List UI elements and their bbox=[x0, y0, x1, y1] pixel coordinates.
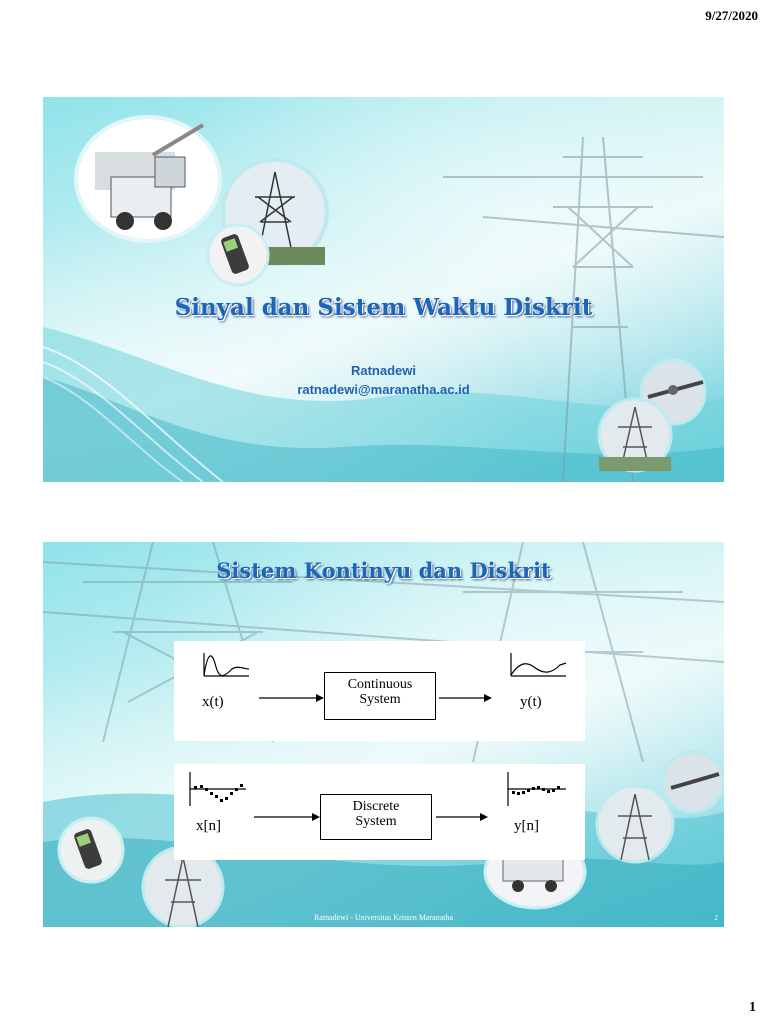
continuous-block-line1: Continuous bbox=[347, 677, 413, 692]
discrete-system-block: Discrete System bbox=[320, 794, 432, 840]
continuous-signal-plots bbox=[203, 653, 567, 702]
slide-footer: Ratnadewi - Universitas Kristen Maranath… bbox=[313, 913, 454, 922]
slide-number: 2 bbox=[714, 914, 719, 922]
continuous-system-block: Continuous System bbox=[324, 672, 436, 720]
continuous-block-line2: System bbox=[359, 692, 401, 707]
continuous-system-diagram: x(t) Continuous System y(t) bbox=[174, 641, 585, 741]
continuous-input-label: x(t) bbox=[202, 694, 224, 710]
author-name: Ratnadewi bbox=[350, 363, 416, 378]
slide-background-art bbox=[43, 115, 724, 482]
author-block: Ratnadewi ratnadewi@maranatha.ac.id bbox=[43, 361, 724, 399]
discrete-output-label: y[n] bbox=[514, 818, 539, 834]
discrete-block-line2: System bbox=[355, 814, 397, 829]
slide-title: Sistem Kontinyu dan Diskrit bbox=[216, 558, 551, 583]
tower-photo-small bbox=[597, 397, 673, 473]
page-number: 1 bbox=[749, 1000, 756, 1015]
content-slide: Sistem Kontinyu dan Diskrit x(t) Continu… bbox=[43, 542, 724, 927]
discrete-signal-plots bbox=[189, 772, 566, 821]
truck-photo bbox=[74, 115, 222, 243]
discrete-block-line1: Discrete bbox=[352, 799, 400, 814]
page-date: 9/27/2020 bbox=[705, 8, 758, 23]
title-slide: Sinyal dan Sistem Waktu Diskrit Ratnadew… bbox=[43, 97, 724, 482]
slide-title: Sinyal dan Sistem Waktu Diskrit bbox=[174, 294, 593, 321]
discrete-input-label: x[n] bbox=[196, 818, 221, 834]
insulator-photo bbox=[661, 750, 724, 814]
phone-photo bbox=[57, 816, 125, 884]
phone-photo bbox=[206, 223, 270, 287]
author-email: ratnadewi@maranatha.ac.id bbox=[297, 382, 470, 397]
tower-photo bbox=[595, 784, 675, 864]
discrete-system-diagram: x[n] Discrete System y[n] bbox=[174, 764, 585, 860]
continuous-output-label: y(t) bbox=[520, 694, 542, 710]
